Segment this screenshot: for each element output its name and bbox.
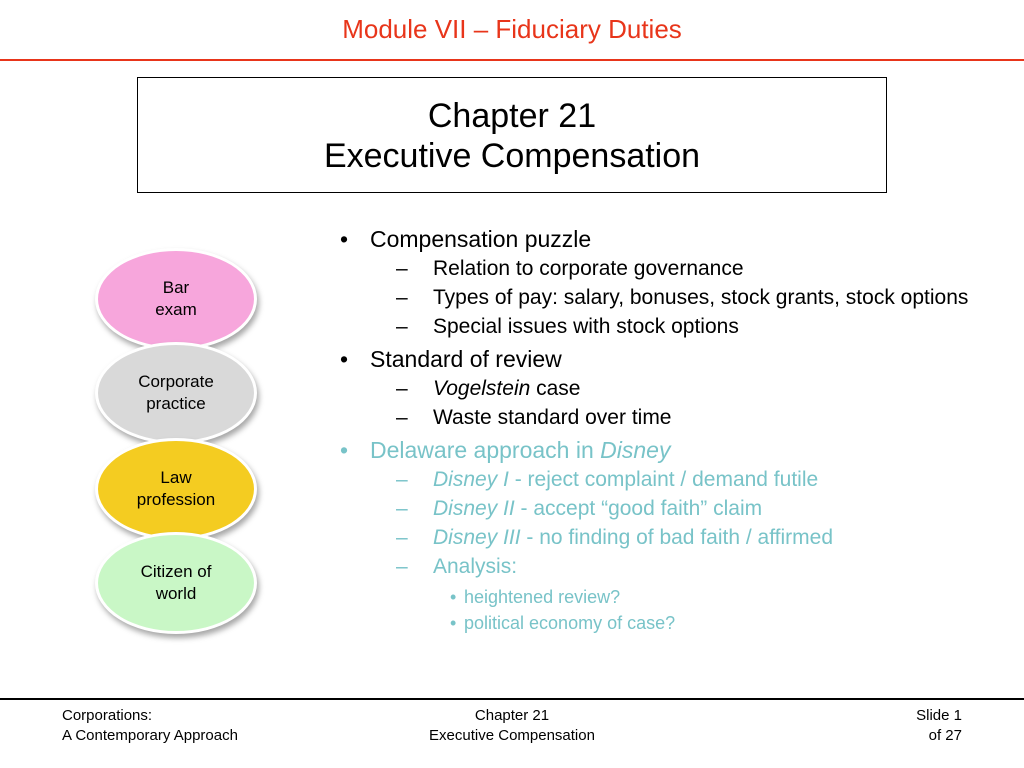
title-line-2: Executive Compensation (323, 137, 701, 175)
dash-marker: – (396, 257, 408, 280)
sub-bullet: – Types of pay: salary, bonuses, stock g… (396, 286, 969, 309)
sub-bullet: – Vogelstein case (396, 377, 581, 400)
bullet-list: • Compensation puzzle – Relation to corp… (340, 224, 980, 636)
ellipse-law-profession: Law profession (95, 438, 257, 540)
sub-bullet: – Analysis: (396, 555, 518, 578)
sub-bullet: – Disney III - no finding of bad faith /… (396, 526, 833, 549)
bullet-marker: • (450, 613, 457, 633)
bullet-marker: • (450, 587, 457, 607)
footer-chapter: Chapter 21 Executive Compensation (429, 707, 595, 744)
dash-marker: – (396, 497, 408, 520)
bullet-standard-of-review: • Standard of review (340, 346, 562, 372)
sub-bullet: – Waste standard over time (396, 406, 672, 429)
ellipse-bar-exam: Bar exam (95, 248, 257, 350)
dash-marker: – (396, 406, 408, 429)
ellipse-corporate-practice: Corporate practice (95, 342, 257, 444)
bullet-marker: • (340, 346, 349, 372)
dash-marker: – (396, 468, 408, 491)
dash-marker: – (396, 286, 408, 309)
footer-book-title: Corporations: A Contemporary Approach (62, 707, 238, 744)
footer-slide-number: Slide 1 of 27 (916, 707, 962, 744)
sub-sub-bullet: • political economy of case? (340, 610, 980, 636)
footer-divider (0, 698, 1024, 700)
title-line-1: Chapter 21 (427, 97, 597, 135)
bullet-marker: • (340, 226, 349, 252)
slide-title-box: Chapter 21 Executive Compensation (137, 77, 887, 193)
sub-sub-bullet: • heightened review? (340, 584, 980, 610)
dash-marker: – (396, 377, 408, 400)
bullet-delaware-approach: • Delaware approach in Disney (340, 437, 671, 463)
module-header: Module VII – Fiduciary Duties (342, 14, 682, 44)
ellipse-citizen-of-world: Citizen of world (95, 532, 257, 634)
sub-bullet: – Special issues with stock options (396, 315, 739, 338)
sub-bullet: – Disney II - accept “good faith” claim (396, 497, 763, 520)
header-divider (0, 59, 1024, 61)
bullet-marker: • (340, 437, 349, 463)
dash-marker: – (396, 315, 408, 338)
sub-bullet: – Relation to corporate governance (396, 257, 744, 280)
dash-marker: – (396, 555, 408, 578)
dash-marker: – (396, 526, 408, 549)
bullet-compensation-puzzle: • Compensation puzzle (340, 226, 592, 252)
sub-bullet: – Disney I - reject complaint / demand f… (396, 468, 819, 491)
